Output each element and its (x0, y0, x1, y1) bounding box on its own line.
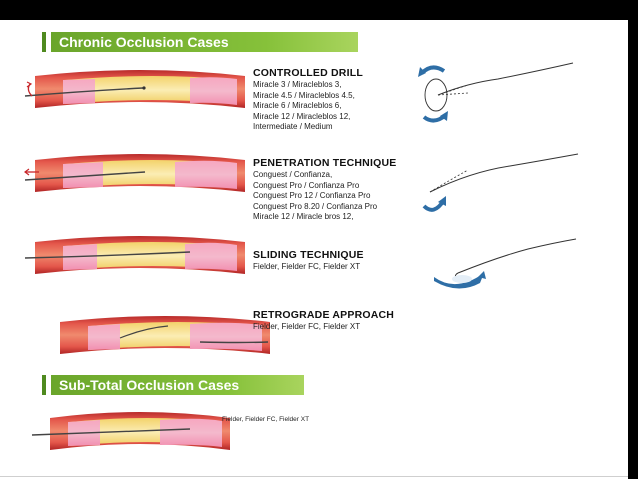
wire-tip-drill-illustration (418, 62, 574, 123)
wire-item: Miracle 4.5 / Miracleblos 4.5, (253, 90, 355, 100)
rotation-arrow-icon (420, 65, 446, 75)
wire-item: Conguest / Confianza, (253, 170, 333, 179)
technique-title: SLIDING TECHNIQUE (253, 249, 364, 261)
wire-item: Fielder, Fielder FC, Fielder XT (253, 262, 361, 271)
technique-title: PENETRATION TECHNIQUE (253, 157, 397, 169)
wire-item: Miracle 6 / Miracleblos 6, (253, 101, 342, 111)
vessel-illustration-retrograde (60, 316, 270, 354)
header-accent-bar (42, 32, 46, 52)
wire-item: Intermediate / Medium (253, 122, 333, 132)
wire-tip-penetration-illustration (422, 153, 579, 212)
subtotal-occlusion-title: Sub-Total Occlusion Cases (51, 375, 304, 395)
technique-retrograde: RETROGRADE APPROACH Fielder, Fielder FC,… (253, 309, 394, 333)
subtotal-occlusion-header: Sub-Total Occlusion Cases (42, 375, 304, 395)
chronic-occlusion-title: Chronic Occlusion Cases (51, 32, 358, 52)
wire-item: Miracle 3 / Miracleblos 3, (253, 80, 342, 89)
wire-item: Miracle 12 / Miracle bros 12, (253, 212, 354, 222)
chronic-occlusion-header: Chronic Occlusion Cases (42, 32, 358, 52)
technique-sliding: SLIDING TECHNIQUE Fielder, Fielder FC, F… (253, 249, 364, 273)
header-accent-bar (42, 375, 46, 395)
vessel-illustration-penetration (24, 154, 245, 192)
technique-title: RETROGRADE APPROACH (253, 309, 395, 321)
wire-item: Conguest Pro / Confianza Pro (253, 180, 360, 190)
subtotal-wire-list: Fielder, Fielder FC, Fielder XT (222, 416, 310, 423)
wire-tip-sliding-illustration (434, 238, 577, 289)
technique-title: CONTROLLED DRILL (253, 67, 363, 79)
vessel-illustration-subtotal (31, 412, 230, 450)
technique-controlled-drill: CONTROLLED DRILL Miracle 3 / Miracleblos… (253, 67, 363, 133)
top-black-bar (0, 0, 638, 20)
wire-item: Conguest Pro 12 / Confianza Pro (253, 191, 371, 201)
bottom-divider (0, 476, 628, 477)
technique-penetration: PENETRATION TECHNIQUE Conguest / Confian… (253, 157, 396, 223)
wire-item: Fielder, Fielder FC, Fielder XT (253, 322, 361, 331)
vessel-illustration-sliding (24, 236, 245, 274)
wire-item: Conguest Pro 8.20 / Confianza Pro (253, 201, 378, 211)
right-black-bar (628, 0, 638, 479)
vessel-illustration-controlled-drill (24, 70, 245, 108)
wire-item: Miracle 12 / Miracleblos 12, (253, 111, 351, 121)
